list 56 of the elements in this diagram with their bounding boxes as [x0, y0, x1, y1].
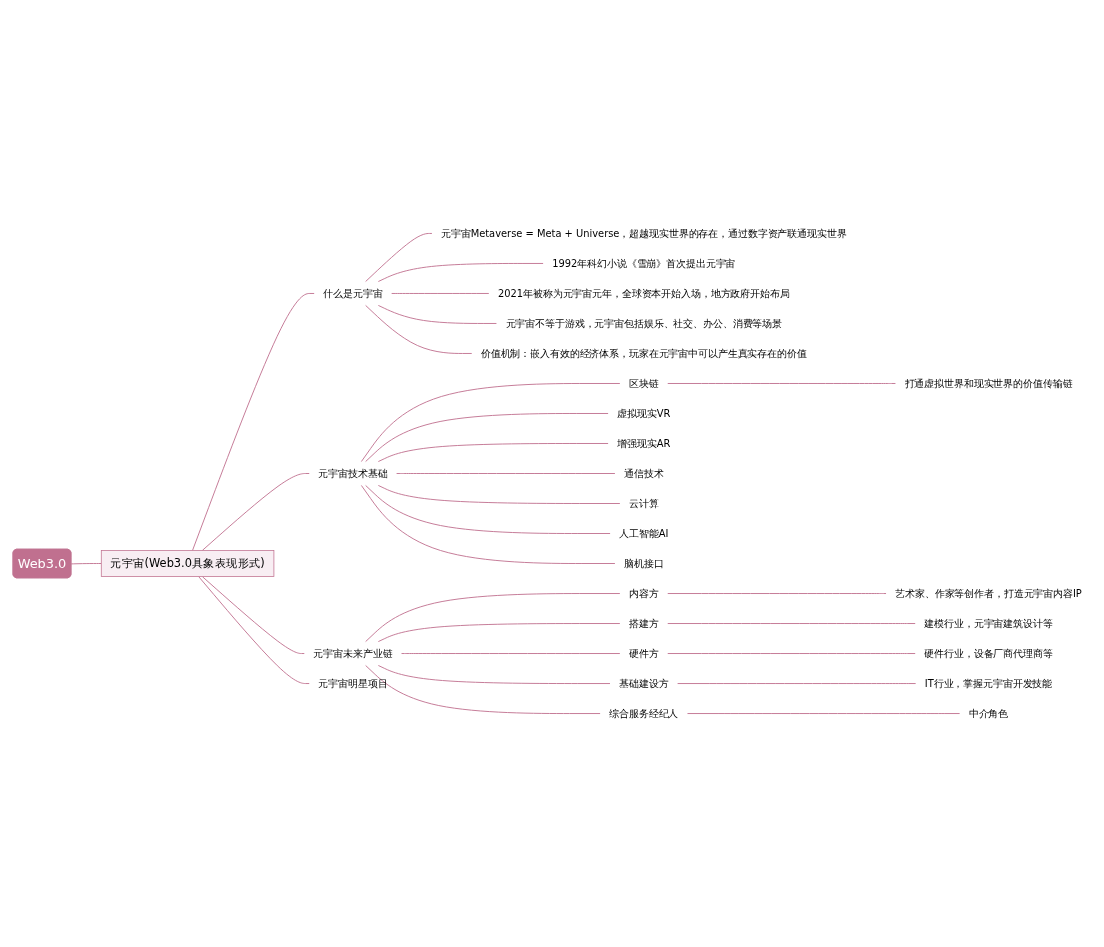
node-text: 建模行业，元宇宙建筑设计等 [924, 617, 1053, 630]
node-text: 云计算 [628, 497, 659, 510]
node-text: 内容方 [628, 587, 659, 600]
node-text: 硬件方 [628, 647, 659, 660]
node-text: IT行业，掌握元宇宙开发技能 [924, 677, 1053, 690]
node-text: 元宇宙未来产业链 [313, 647, 393, 660]
node-text: 搭建方 [628, 617, 659, 630]
connector [360, 485, 616, 564]
connector [365, 485, 611, 534]
connector [365, 233, 433, 282]
connector [401, 653, 621, 654]
connector [667, 383, 896, 384]
node-text: 综合服务经纪人 [609, 707, 679, 720]
node-text: 中介角色 [968, 707, 1009, 720]
connector [391, 293, 490, 294]
node-text: 2021年被称为元宇宙元年，全球资本开始入场，地方政府开始布局 [497, 287, 790, 299]
connector [192, 293, 315, 551]
connector [201, 473, 310, 551]
connector [667, 593, 887, 594]
connector [70, 563, 102, 565]
node-text: 元宇宙不等于游戏，元宇宙包括娱乐、社交、办公、消费等场景 [505, 317, 783, 329]
node-text: 什么是元宇宙 [323, 287, 383, 299]
node-text: 区块链 [628, 377, 659, 389]
node-text: 价值机制：嵌入有效的经济体系，玩家在元宇宙中可以产生真实存在的价值 [480, 347, 807, 359]
connector [377, 263, 544, 282]
connector [377, 443, 609, 462]
connector [201, 576, 305, 654]
connector [377, 304, 497, 324]
connector [360, 383, 621, 462]
connector [677, 683, 917, 684]
connector [377, 485, 621, 504]
connector [396, 473, 616, 474]
connector [377, 665, 611, 684]
connector [365, 304, 473, 354]
node-text: 人工智能AI [619, 527, 669, 540]
connector [667, 623, 916, 624]
node-text: 1992年科幻小说《雪崩》首次提出元宇宙 [552, 257, 736, 269]
connector [365, 593, 621, 643]
node-text: 脑机接口 [624, 557, 664, 570]
connector [377, 623, 621, 643]
connector [687, 713, 961, 714]
node-text: 虚拟现实VR [617, 407, 671, 419]
node-text: 增强现实AR [617, 437, 671, 449]
node-text: 艺术家、作家等创作者，打造元宇宙内容IP [895, 587, 1082, 600]
node-text: 硬件行业，设备厂商代理商等 [924, 647, 1053, 660]
connector [667, 653, 916, 654]
node-text: 元宇宙明星项目 [318, 677, 388, 690]
node-box: 元宇宙(Web3.0具象表现形式) [100, 550, 275, 577]
node-text: 元宇宙技术基础 [318, 467, 388, 480]
node-text: 元宇宙Metaverse = Meta + Universe，超越现实世界的存在，通过数字资产联通现实世界 [441, 227, 847, 239]
connector [198, 576, 310, 684]
node-text: 通信技术 [624, 467, 664, 480]
node-text: 基础建设方 [619, 677, 669, 690]
connector [365, 665, 601, 714]
connector [365, 413, 609, 462]
node-text: 打通虚拟世界和现实世界的价值传输链 [904, 377, 1073, 389]
